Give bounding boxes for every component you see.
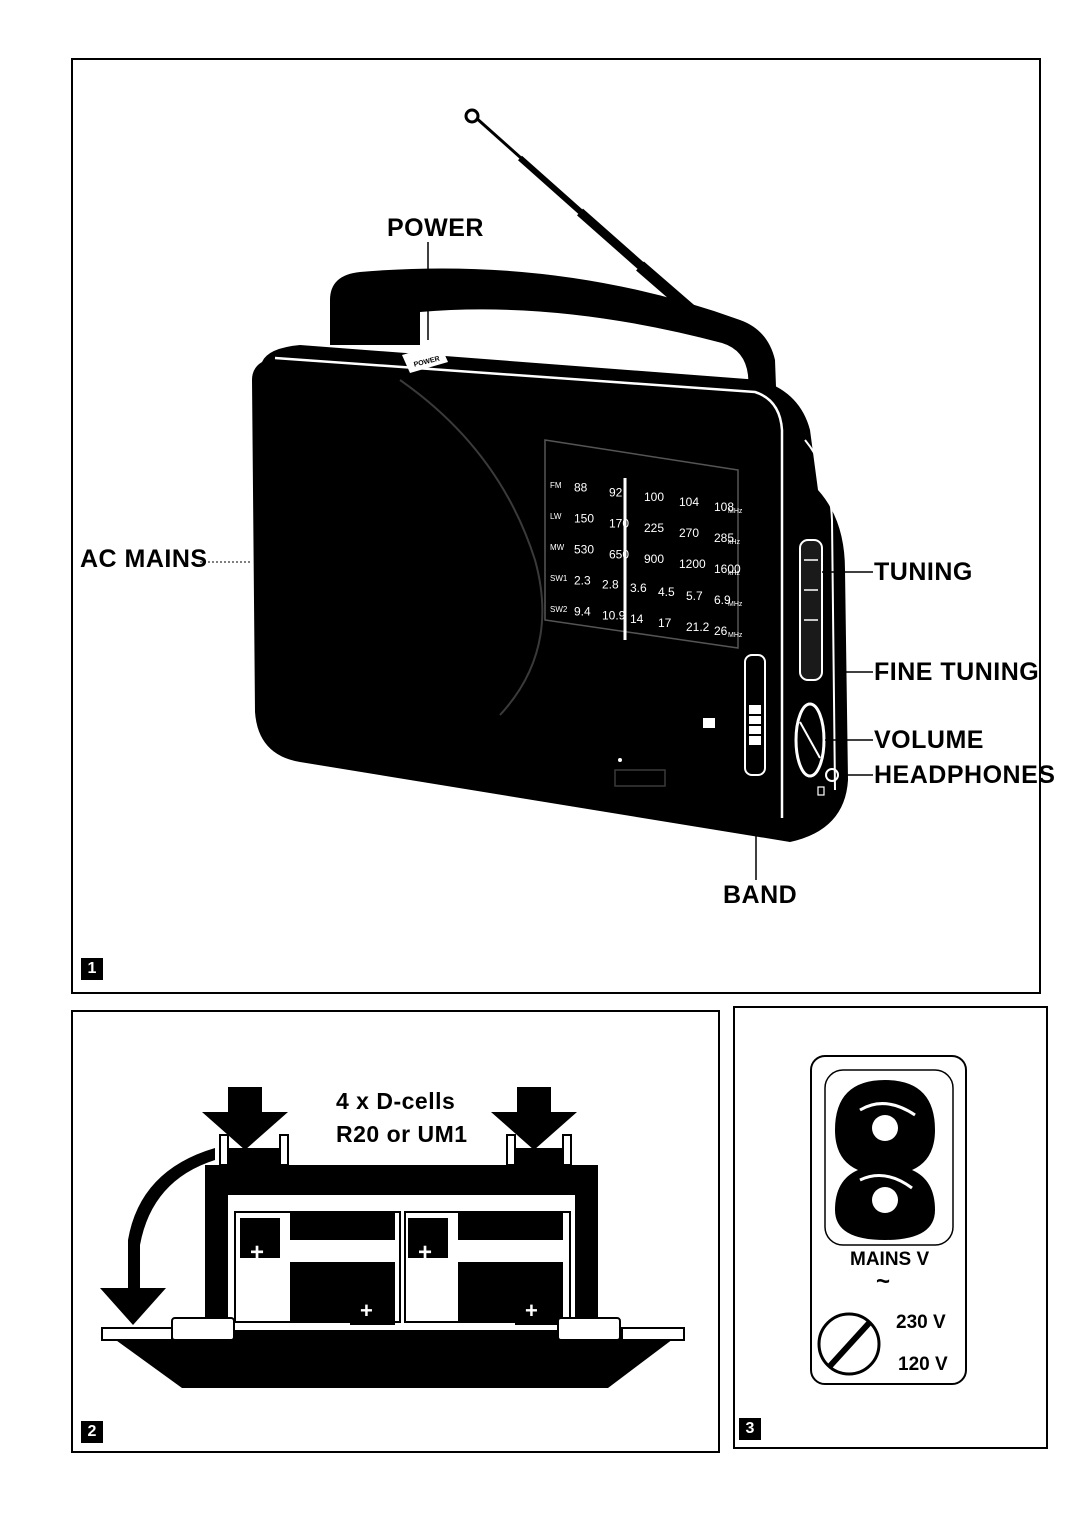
dial-value-0-4: 108 bbox=[714, 500, 734, 514]
tuning-knob[interactable] bbox=[799, 539, 823, 681]
dial-value-0-2: 100 bbox=[644, 490, 664, 504]
dial-value-4-3: 17 bbox=[658, 616, 672, 630]
battery-type-line-2: R20 or UM1 bbox=[336, 1121, 468, 1147]
radio-body bbox=[252, 345, 848, 842]
svg-text:+: + bbox=[525, 1298, 538, 1323]
dial-value-4-2: 14 bbox=[630, 612, 644, 626]
battery-compartment bbox=[205, 1165, 598, 1320]
dial-value-4-4: 21.2 bbox=[686, 620, 710, 634]
power-button[interactable]: POWER bbox=[402, 344, 448, 373]
dial-unit-2: kHz bbox=[728, 570, 741, 577]
headphones-jack bbox=[825, 768, 839, 782]
dial-unit-0: MHz bbox=[728, 508, 743, 515]
open-cover-arrow bbox=[100, 1148, 215, 1325]
dial-value-4-1: 10.9 bbox=[602, 608, 626, 622]
band-label: BAND bbox=[723, 881, 798, 909]
dial-value-1-0: 150 bbox=[574, 511, 594, 525]
ac-tilde-symbol: ~ bbox=[876, 1268, 891, 1295]
dial-unit-1: kHz bbox=[728, 539, 741, 546]
dial-value-3-0: 2.3 bbox=[574, 573, 591, 587]
dial-value-0-1: 92 bbox=[609, 485, 623, 499]
speaker-grille bbox=[399, 379, 544, 716]
figure-1-number: 1 bbox=[81, 958, 103, 980]
dial-value-1-2: 225 bbox=[644, 521, 664, 535]
svg-text:+: + bbox=[360, 1298, 373, 1323]
dial-band-1: LW bbox=[550, 512, 562, 521]
dial-band-2: MW bbox=[550, 543, 565, 552]
svg-text:+: + bbox=[250, 1239, 264, 1266]
dial-value-0-3: 104 bbox=[679, 495, 699, 509]
insert-arrow-right bbox=[491, 1087, 577, 1150]
dial-value-4-5: 26 bbox=[714, 624, 728, 638]
volume-label: VOLUME bbox=[874, 726, 984, 754]
bottom-slot bbox=[614, 769, 666, 787]
mains-socket bbox=[835, 1080, 935, 1240]
dial-value-2-3: 1200 bbox=[679, 557, 706, 571]
dial-value-2-0: 530 bbox=[574, 542, 594, 556]
figure-2-number: 2 bbox=[81, 1421, 103, 1443]
battery-cover bbox=[102, 1330, 685, 1388]
dial-value-3-3: 4.5 bbox=[658, 585, 675, 599]
dial-band-4: SW2 bbox=[550, 605, 568, 614]
dial-window bbox=[544, 439, 739, 649]
headphones-label: HEADPHONES bbox=[874, 761, 1056, 789]
band-switch[interactable] bbox=[744, 654, 766, 776]
fine-tuning-label: FINE TUNING bbox=[874, 658, 1040, 686]
dial-unit-3: MHz bbox=[728, 601, 743, 608]
dial-value-3-1: 2.8 bbox=[602, 577, 619, 591]
dial-value-3-5: 6.9 bbox=[714, 593, 731, 607]
svg-text:+: + bbox=[418, 1239, 432, 1266]
cover-hinges bbox=[101, 1317, 685, 1341]
dial-value-2-2: 900 bbox=[644, 552, 664, 566]
figure-3-number: 3 bbox=[739, 1418, 761, 1440]
dial-value-3-4: 5.7 bbox=[686, 589, 703, 603]
dial-band-0: FM bbox=[550, 481, 562, 490]
voltage-120-label: 120 V bbox=[898, 1354, 948, 1375]
voltage-230-label: 230 V bbox=[896, 1312, 946, 1333]
indicator-light bbox=[703, 718, 715, 728]
dial-value-3-2: 3.6 bbox=[630, 581, 647, 595]
dial-band-3: SW1 bbox=[550, 574, 568, 583]
insert-arrow-left bbox=[202, 1087, 288, 1150]
battery-cells: + + + + bbox=[234, 1211, 571, 1325]
power-label: POWER bbox=[387, 214, 484, 242]
dial-unit-4: MHz bbox=[728, 632, 743, 639]
battery-type-line-1: 4 x D-cells bbox=[336, 1088, 456, 1114]
dial-value-2-4: 1600 bbox=[714, 562, 741, 576]
tuning-label: TUNING bbox=[874, 558, 973, 586]
dial-value-4-0: 9.4 bbox=[574, 604, 591, 618]
mains-voltage-label: MAINS V bbox=[850, 1249, 930, 1270]
dial-value-1-4: 285 bbox=[714, 531, 734, 545]
dial-value-1-3: 270 bbox=[679, 526, 699, 540]
dial-value-0-0: 88 bbox=[574, 480, 588, 494]
ac-mains-label: AC MAINS bbox=[80, 545, 208, 573]
radio-handle bbox=[330, 268, 778, 440]
antenna bbox=[464, 108, 704, 323]
